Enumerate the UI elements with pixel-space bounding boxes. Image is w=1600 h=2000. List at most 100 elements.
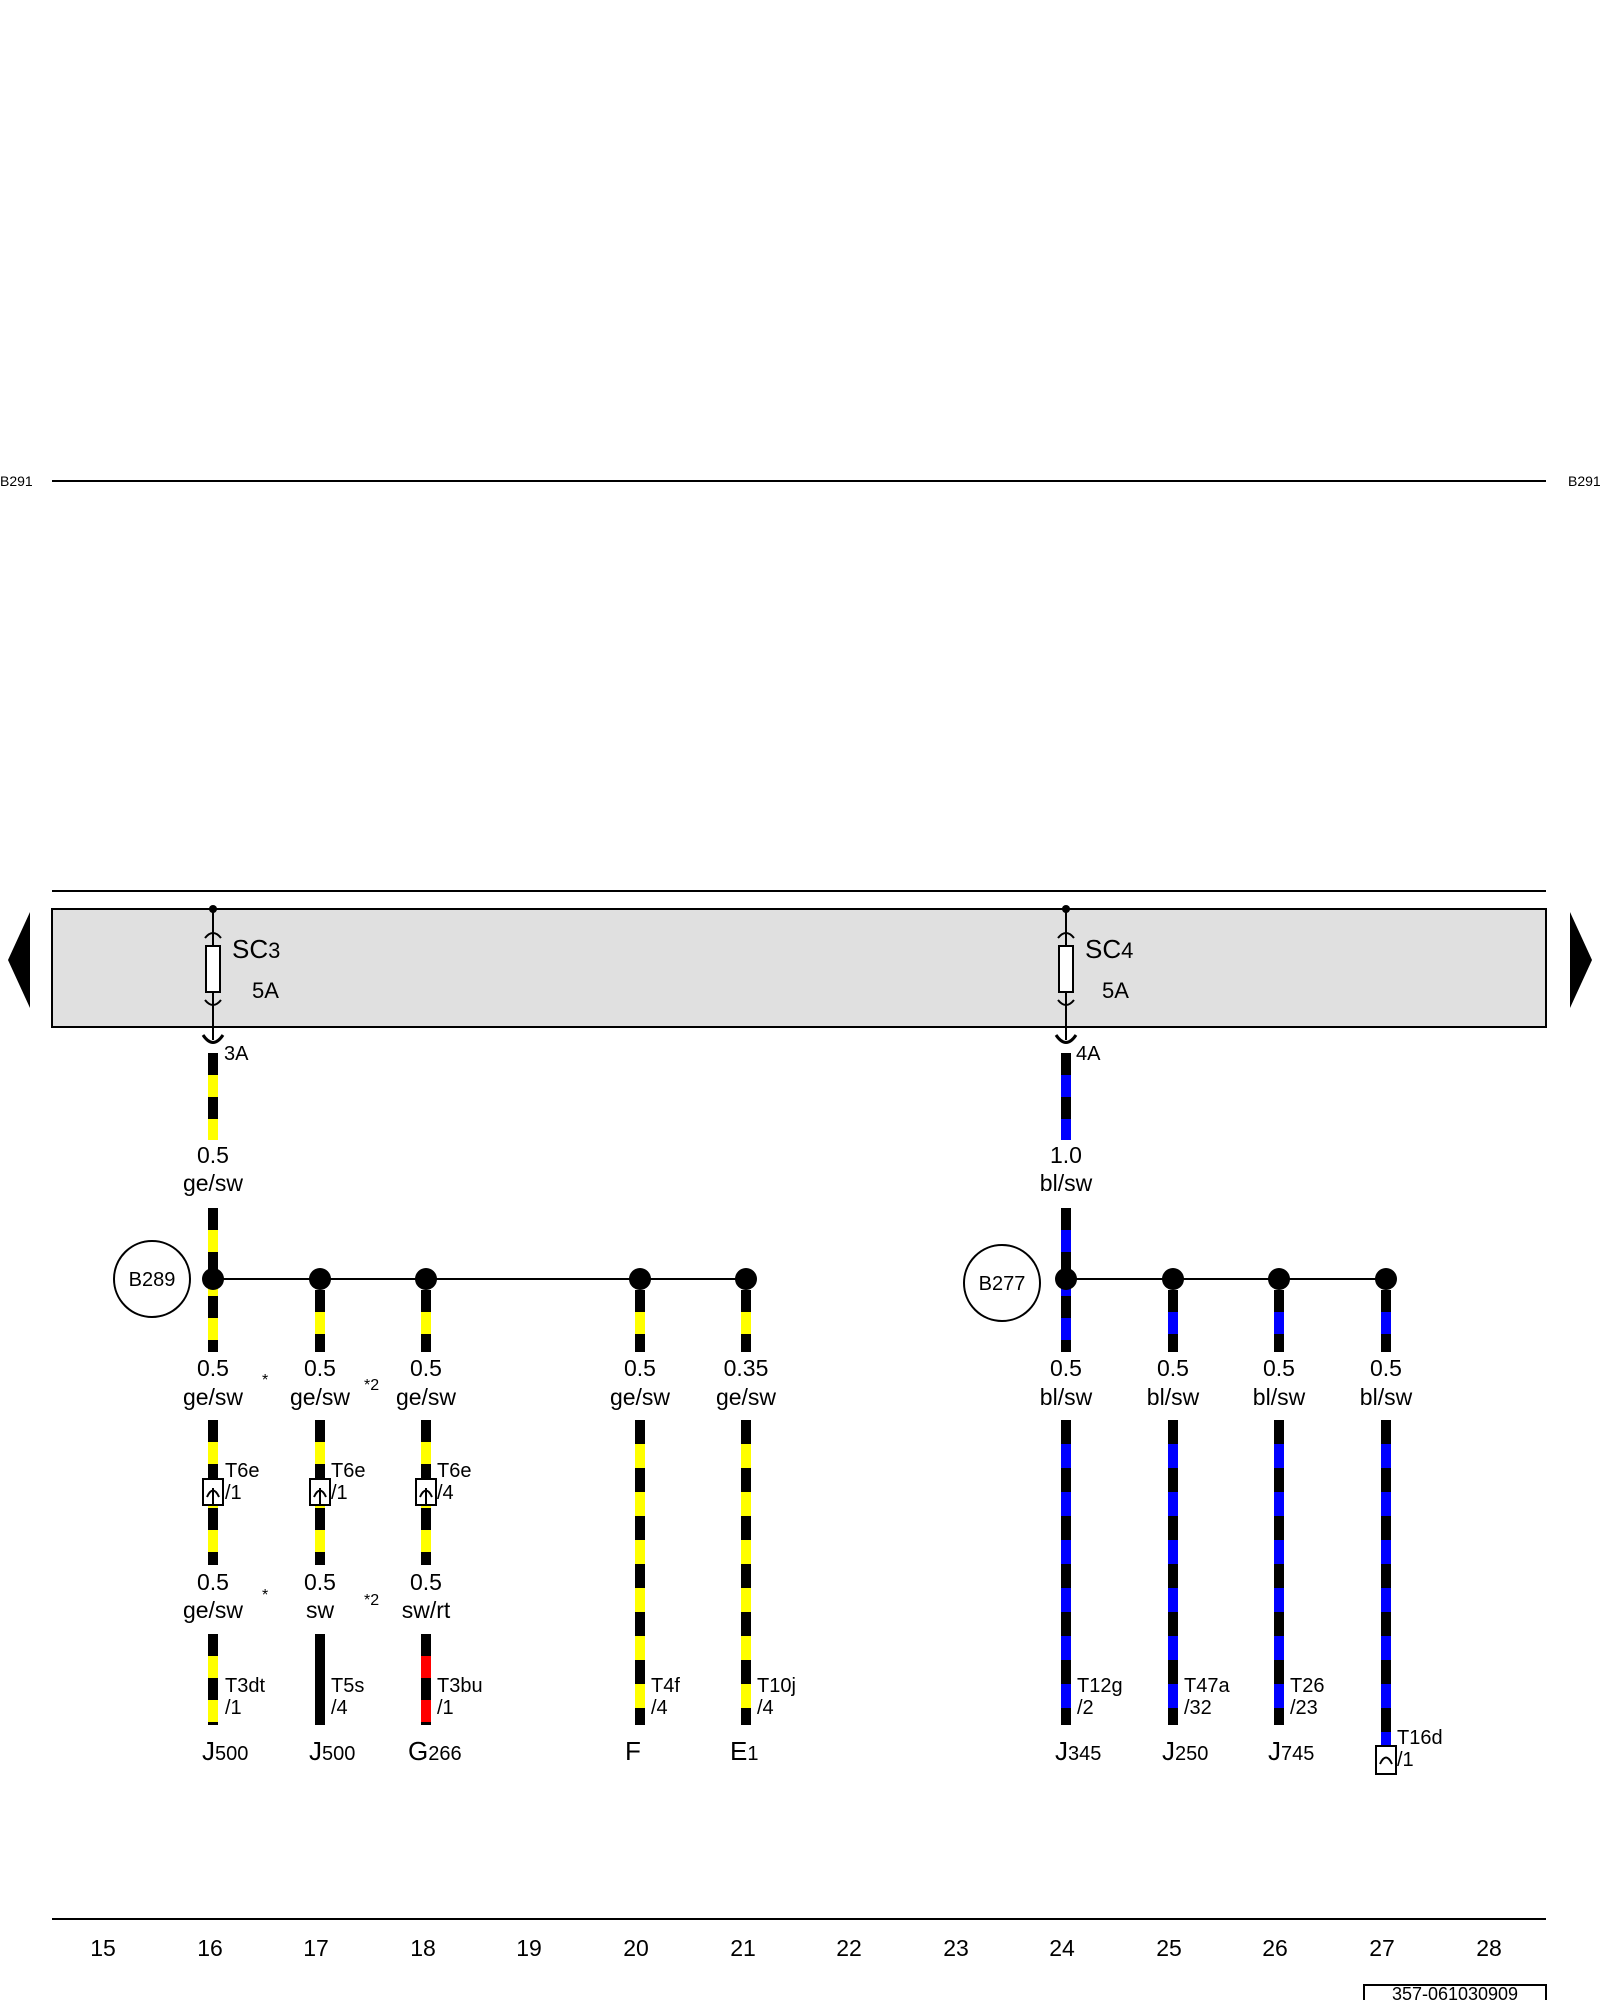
branch-2-size: 0.5 xyxy=(304,1355,336,1381)
wire-branch-8-upper xyxy=(1274,1290,1284,1352)
component-f: F xyxy=(625,1736,641,1766)
junction-b289-label: B289 xyxy=(129,1269,176,1291)
component-j500-a: J500 xyxy=(202,1736,248,1766)
branch-9-pin: /1 xyxy=(1397,1749,1414,1771)
branch-1-pin: /1 xyxy=(225,1697,242,1719)
page-prev-arrow[interactable] xyxy=(8,912,30,1008)
branch-3-pin: /1 xyxy=(437,1697,454,1719)
edge-ref-left: B291 xyxy=(0,473,33,489)
branch-8-color: bl/sw xyxy=(1253,1384,1306,1410)
branch-1-color2: ge/sw xyxy=(183,1597,243,1623)
connector-t6e-group xyxy=(202,1478,437,1506)
fuse-sc4-rating: 5A xyxy=(1102,978,1129,1003)
column-number: 23 xyxy=(943,1935,969,1961)
feed-sc3-color: ge/sw xyxy=(183,1170,243,1196)
fuse-sc3 xyxy=(201,905,225,1044)
wire-branch-3-upper xyxy=(421,1290,431,1352)
feed-sc4-size: 1.0 xyxy=(1050,1142,1082,1168)
branch-5-conn: T10j xyxy=(757,1675,796,1697)
feed-sc4-color: bl/sw xyxy=(1040,1170,1093,1196)
wire-branch-7-lower xyxy=(1168,1420,1178,1725)
column-number: 17 xyxy=(303,1935,329,1961)
component-e1: E1 xyxy=(730,1736,758,1766)
wire-branch-2-upper xyxy=(315,1290,325,1352)
branch-1-conn: T3dt xyxy=(225,1675,265,1697)
branch-4-conn: T4f xyxy=(651,1675,680,1697)
branch-9-color: bl/sw xyxy=(1360,1384,1413,1410)
fuse-sc3-pin: 3A xyxy=(224,1043,249,1065)
column-number: 18 xyxy=(410,1935,436,1961)
branch-3-size2: 0.5 xyxy=(410,1569,442,1595)
edge-ref-right: B291 xyxy=(1568,473,1600,489)
wire-sc4-feed xyxy=(1061,1053,1071,1140)
branch-2-note2: *2 xyxy=(364,1592,379,1609)
doc-number: 357-061030909 xyxy=(1392,1984,1518,2000)
branch-6-conn: T12g xyxy=(1077,1675,1123,1697)
branch-3-conn-a: T6e xyxy=(437,1460,471,1482)
junction-b277-circle xyxy=(963,1244,1041,1322)
branch-1-conn-a: T6e xyxy=(225,1460,259,1482)
branch-3-conn: T3bu xyxy=(437,1675,483,1697)
wire-branch-2-lower xyxy=(315,1634,325,1725)
doc-number-box xyxy=(1363,1984,1547,2000)
branch-5-color: ge/sw xyxy=(716,1384,776,1410)
column-number: 19 xyxy=(516,1935,542,1961)
wire-branch-9-lower xyxy=(1381,1420,1391,1745)
branch-1-pin-a: /1 xyxy=(225,1482,242,1504)
column-number: 16 xyxy=(197,1935,223,1961)
branch-3-pin-a: /4 xyxy=(437,1482,454,1504)
end-connectors: T3dt /1 T5s /4 T3bu /1 T4f /4 T10j /4 T1… xyxy=(225,1675,1443,1775)
column-number: 20 xyxy=(623,1935,649,1961)
branch-8-conn: T26 xyxy=(1290,1675,1324,1697)
branch-9-conn: T16d xyxy=(1397,1727,1443,1749)
branch-2-color2: sw xyxy=(306,1597,335,1623)
branch-1-size: 0.5 xyxy=(197,1355,229,1381)
page-next-arrow[interactable] xyxy=(1570,912,1592,1008)
branch-3-color: ge/sw xyxy=(396,1384,456,1410)
wire-branch-9-upper xyxy=(1381,1290,1391,1352)
column-number: 26 xyxy=(1262,1935,1288,1961)
branch-3-color2: sw/rt xyxy=(402,1597,451,1623)
branch-2-note: *2 xyxy=(364,1377,379,1394)
branch-6-color: bl/sw xyxy=(1040,1384,1093,1410)
wire-branch-8-lower xyxy=(1274,1420,1284,1725)
branch-2-pin-a: /1 xyxy=(331,1482,348,1504)
branch-9-size: 0.5 xyxy=(1370,1355,1402,1381)
column-number: 27 xyxy=(1369,1935,1395,1961)
column-number: 24 xyxy=(1049,1935,1075,1961)
branch-8-size: 0.5 xyxy=(1263,1355,1295,1381)
fuse-sc3-rating: 5A xyxy=(252,978,279,1003)
wire-branch-5-lower xyxy=(741,1420,751,1725)
branch-7-pin: /32 xyxy=(1184,1697,1212,1719)
column-number: 21 xyxy=(730,1935,756,1961)
branch-nodes xyxy=(202,1268,1397,1290)
column-number: 15 xyxy=(90,1935,116,1961)
branch-4-color: ge/sw xyxy=(610,1384,670,1410)
branch-1-color: ge/sw xyxy=(183,1384,243,1410)
branch-8-pin: /23 xyxy=(1290,1697,1318,1719)
branch-5-pin: /4 xyxy=(757,1697,774,1719)
fuse-carrier-band xyxy=(51,908,1547,1028)
branch-4-size: 0.5 xyxy=(624,1355,656,1381)
wire-branch-1-lower xyxy=(208,1634,218,1725)
column-number: 22 xyxy=(836,1935,862,1961)
wire-branch-6-lower xyxy=(1061,1420,1071,1725)
branch-2-conn: T5s xyxy=(331,1675,364,1697)
component-j345: J345 xyxy=(1055,1736,1101,1766)
wire-sc3-feed xyxy=(208,1053,218,1140)
fuse-sc4-label: SC4 xyxy=(1085,934,1133,964)
component-j745: J745 xyxy=(1268,1736,1314,1766)
wire-layer xyxy=(208,1053,1391,1745)
branch-7-size: 0.5 xyxy=(1157,1355,1189,1381)
feed-sc3-size: 0.5 xyxy=(197,1142,229,1168)
wire-branch-5-upper xyxy=(741,1290,751,1352)
component-j500-b: J500 xyxy=(309,1736,355,1766)
column-number: 28 xyxy=(1476,1935,1502,1961)
component-g266: G266 xyxy=(408,1736,462,1766)
component-j250: J250 xyxy=(1162,1736,1208,1766)
branch-7-color: bl/sw xyxy=(1147,1384,1200,1410)
branch-2-size2: 0.5 xyxy=(304,1569,336,1595)
wire-branch-7-upper xyxy=(1168,1290,1178,1352)
junction-b277-label: B277 xyxy=(979,1273,1026,1295)
